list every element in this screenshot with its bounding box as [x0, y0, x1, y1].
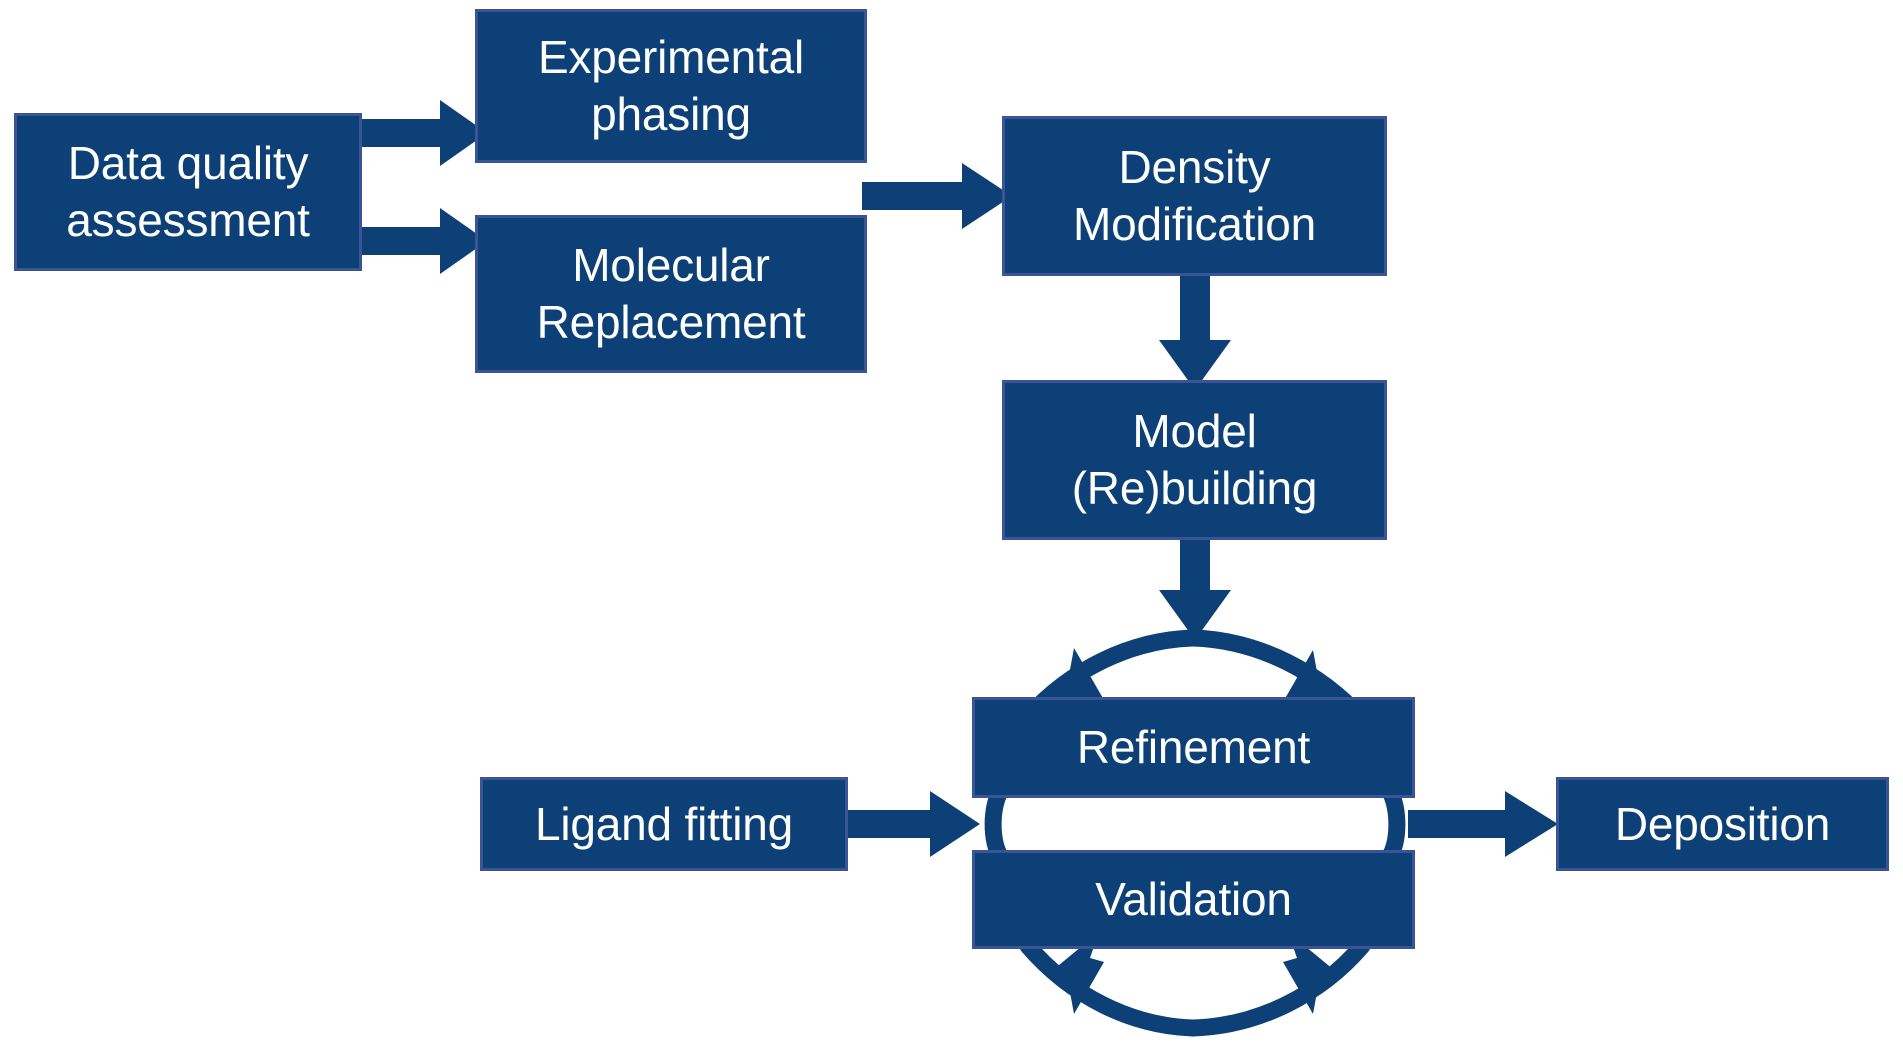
node-validation[interactable]: Validation	[972, 850, 1415, 949]
node-experimental-phasing[interactable]: Experimental phasing	[475, 9, 867, 163]
arrow-dq-to-experimental-phasing	[352, 100, 487, 166]
node-model-rebuilding[interactable]: Model (Re)building	[1002, 380, 1387, 540]
arrow-ligand-fitting-to-cycle	[840, 791, 980, 857]
arrow-model-to-cycle	[1159, 532, 1231, 640]
cycle-ring-right-stub	[1380, 781, 1406, 867]
node-refinement[interactable]: Refinement	[972, 697, 1415, 798]
cycle-ring-left-stub	[984, 781, 1010, 867]
node-data-quality-assessment[interactable]: Data quality assessment	[14, 113, 362, 271]
node-density-modification[interactable]: Density Modification	[1002, 116, 1387, 276]
arrow-dq-to-molecular-replacement	[352, 208, 487, 274]
node-ligand-fitting[interactable]: Ligand fitting	[480, 777, 848, 871]
arrow-density-modification-to-model	[1159, 268, 1231, 390]
node-molecular-replacement[interactable]: Molecular Replacement	[475, 215, 867, 373]
arrow-cycle-to-deposition	[1408, 791, 1558, 857]
node-deposition[interactable]: Deposition	[1556, 777, 1889, 871]
arrow-phasing-to-density-modification	[862, 163, 1012, 229]
